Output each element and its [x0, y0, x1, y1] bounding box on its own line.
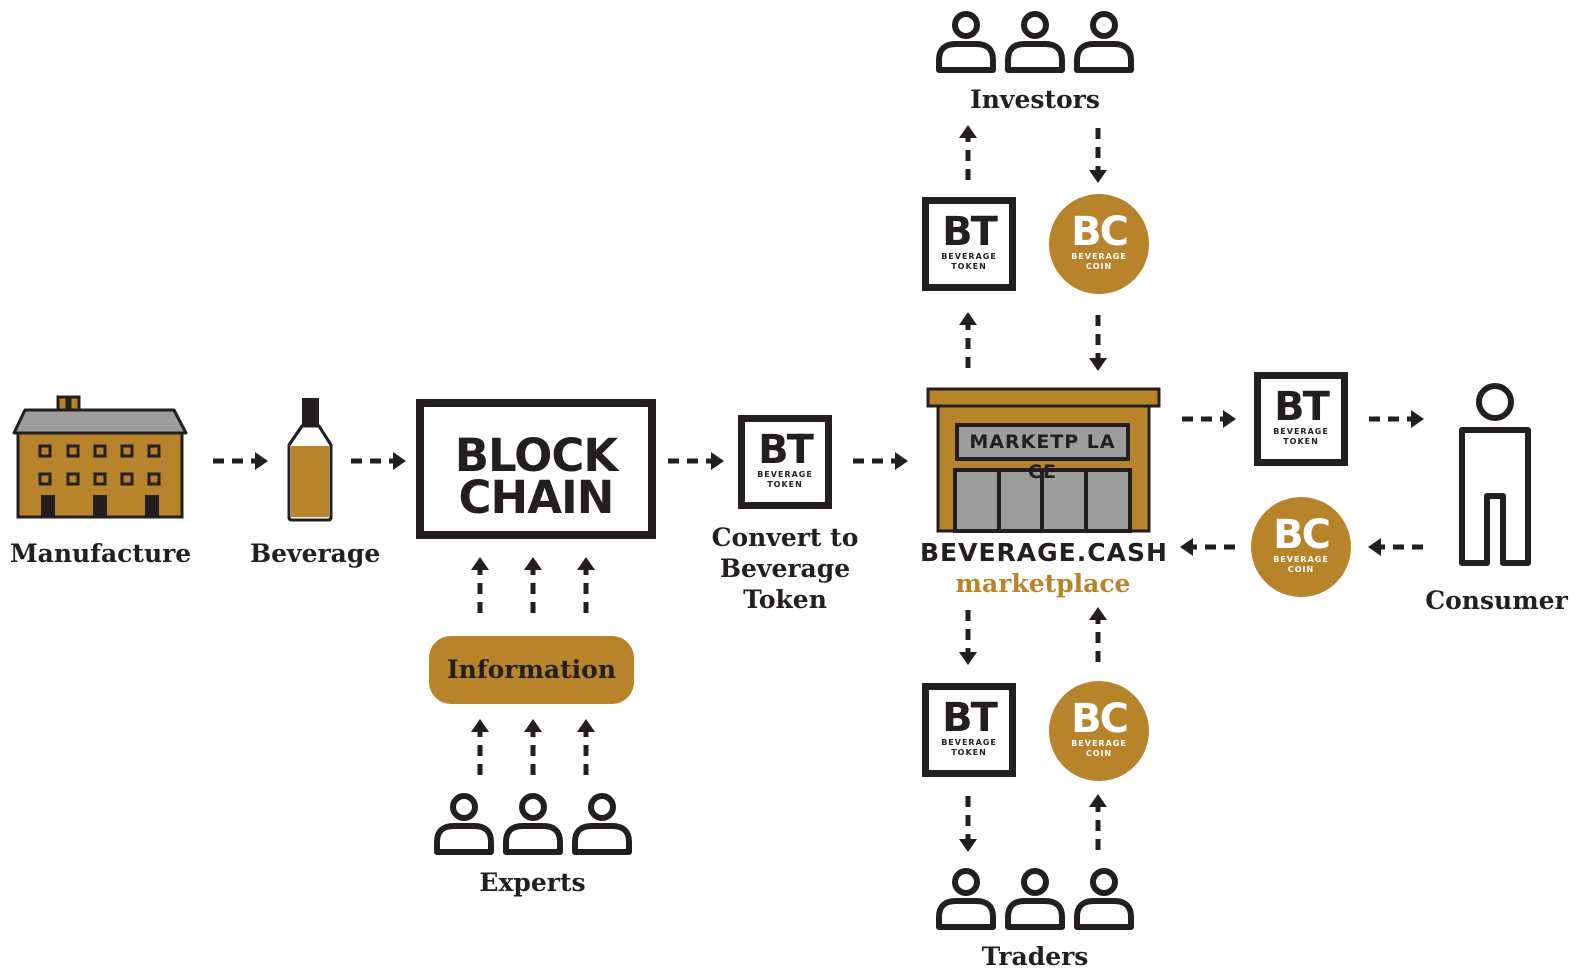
coin-word1: BEVERAGE [1071, 739, 1127, 748]
arrow-icon [1089, 794, 1107, 850]
coin-abbr: BC [1071, 209, 1129, 255]
coin-abbr: BC [1071, 696, 1129, 742]
token-word1: BEVERAGE [1273, 427, 1329, 436]
token-badge-convert: BT BEVERAGE TOKEN [738, 415, 832, 509]
traders-label: Traders [981, 942, 1089, 971]
marketplace-sign: MARKETP LA CE [955, 423, 1130, 483]
person-icon [1005, 11, 1065, 73]
manufacture-label: Manufacture [10, 539, 192, 568]
arrow-icon [1368, 538, 1423, 556]
convert-label-line3: Token [743, 585, 827, 614]
token-word2: TOKEN [951, 748, 987, 757]
person-icon [572, 793, 632, 855]
arrow-icon [1180, 538, 1235, 556]
arrow-icon [1089, 607, 1107, 662]
token-word1: BEVERAGE [941, 252, 997, 261]
experts-label: Experts [479, 868, 586, 897]
coin-badge-investors: BC BEVERAGE COIN [1049, 194, 1149, 294]
coin-abbr: BC [1273, 512, 1331, 558]
blockchain-line1: BLOCK [454, 429, 619, 482]
arrow-icon [213, 452, 268, 470]
coin-badge-traders: BC BEVERAGE COIN [1049, 681, 1149, 781]
person-icon [1074, 11, 1134, 73]
convert-label-line2: Beverage [719, 554, 851, 583]
token-word2: TOKEN [1283, 437, 1319, 446]
person-icon [503, 793, 563, 855]
coin-word2: COIN [1085, 749, 1113, 758]
arrow-icon [524, 557, 542, 613]
coin-word1: BEVERAGE [1273, 555, 1329, 564]
arrow-icon [351, 452, 406, 470]
token-abbr: BT [758, 427, 814, 473]
token-abbr: BT [942, 695, 998, 741]
token-badge-consumer: BT BEVERAGE TOKEN [1254, 372, 1348, 466]
person-icon [1005, 868, 1065, 930]
arrow-icon [1182, 410, 1236, 428]
beverage-label: Beverage [250, 539, 381, 568]
marketplace-brand: BEVERAGE.CASH marketplace [920, 537, 1168, 599]
arrow-icon [471, 557, 489, 613]
brand-name: BEVERAGE.CASH [920, 538, 1168, 567]
arrow-icon [577, 719, 595, 775]
coin-badge-consumer: BC BEVERAGE COIN [1251, 497, 1351, 597]
information-box: Information [429, 636, 634, 704]
arrow-icon [577, 557, 595, 613]
brand-subtitle: marketplace [955, 569, 1131, 598]
arrow-icon [1369, 410, 1424, 428]
arrow-icon [959, 312, 977, 368]
factory-icon [12, 395, 188, 519]
token-word2: TOKEN [767, 480, 803, 489]
coin-word2: COIN [1287, 565, 1315, 574]
blockchain-line2: CHAIN [458, 471, 615, 524]
arrow-icon [471, 719, 489, 775]
arrow-icon [1089, 315, 1107, 371]
person-icon [1074, 868, 1134, 930]
bottle-icon [287, 398, 333, 522]
blockchain-box: BLOCK CHAIN [416, 399, 656, 539]
person-icon [936, 868, 996, 930]
person-icon [434, 793, 494, 855]
marketplace-sign-text: MARKETP LA CE [969, 431, 1116, 483]
consumer-label: Consumer [1425, 586, 1568, 615]
information-label: Information [446, 655, 617, 684]
arrow-icon [959, 796, 977, 852]
token-badge-investors: BT BEVERAGE TOKEN [922, 197, 1016, 291]
coin-word1: BEVERAGE [1071, 252, 1127, 261]
arrow-icon [853, 452, 908, 470]
token-abbr: BT [1274, 384, 1330, 430]
consumer-person-icon [1459, 383, 1531, 566]
coin-word2: COIN [1085, 262, 1113, 271]
arrow-icon [524, 719, 542, 775]
person-icon [936, 11, 996, 73]
arrow-icon [959, 125, 977, 180]
investors-label: Investors [970, 85, 1100, 114]
token-abbr: BT [942, 209, 998, 255]
arrow-icon [1089, 128, 1107, 183]
token-word1: BEVERAGE [757, 470, 813, 479]
token-word2: TOKEN [951, 262, 987, 271]
token-word1: BEVERAGE [941, 738, 997, 747]
arrow-icon [668, 452, 724, 470]
token-badge-traders: BT BEVERAGE TOKEN [922, 683, 1016, 777]
convert-label-line1: Convert to [711, 523, 859, 552]
arrow-icon [959, 610, 977, 665]
